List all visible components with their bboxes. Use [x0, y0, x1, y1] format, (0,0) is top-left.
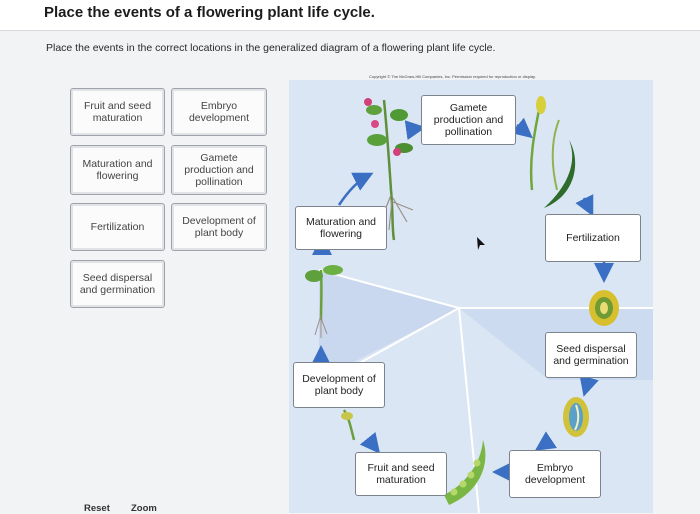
card-development-plant-body[interactable]: Development of plant body: [171, 203, 267, 251]
cycle-arrows: [311, 117, 614, 482]
top-bar: [0, 0, 700, 31]
card-seed-dispersal-germination[interactable]: Seed dispersal and germination: [70, 260, 165, 308]
placed-fruit-seed-maturation[interactable]: Fruit and seed maturation: [355, 452, 447, 496]
placed-gamete-production-pollination[interactable]: Gamete production and pollination: [421, 95, 516, 145]
diagram-divider: [318, 269, 460, 309]
mouse-cursor-icon: [477, 237, 485, 250]
placed-maturation-flowering[interactable]: Maturation and flowering: [295, 206, 387, 250]
pollination-flower-icon: [529, 96, 576, 208]
card-embryo-development[interactable]: Embryo development: [171, 88, 267, 136]
card-fruit-seed-maturation[interactable]: Fruit and seed maturation: [70, 88, 165, 136]
copyright-notice: Copyright © The McGraw-Hill Companies, I…: [369, 74, 536, 79]
instructions-text: Place the events in the correct location…: [46, 42, 496, 54]
reset-button[interactable]: Reset: [84, 503, 110, 514]
card-maturation-flowering[interactable]: Maturation and flowering: [70, 145, 165, 195]
pea-pod-icon: [444, 440, 486, 505]
page-title: Place the events of a flowering plant li…: [44, 4, 375, 21]
placed-development-plant-body[interactable]: Development of plant body: [293, 362, 385, 408]
card-fertilization[interactable]: Fertilization: [70, 203, 165, 251]
embryo-seed-icon: [563, 397, 589, 437]
zoom-button[interactable]: Zoom: [131, 503, 157, 514]
diagram-sector: [319, 270, 459, 380]
sprout-icon: [341, 409, 356, 441]
seedling-icon: [305, 265, 343, 338]
seed-icon: [589, 290, 619, 326]
placed-embryo-development[interactable]: Embryo development: [509, 450, 601, 498]
card-gamete-production-pollination[interactable]: Gamete production and pollination: [171, 145, 267, 195]
life-cycle-diagram: Copyright © The McGraw-Hill Companies, I…: [289, 74, 653, 513]
placed-fertilization[interactable]: Fertilization: [545, 214, 641, 262]
placed-seed-dispersal-germination[interactable]: Seed dispersal and germination: [545, 332, 637, 378]
